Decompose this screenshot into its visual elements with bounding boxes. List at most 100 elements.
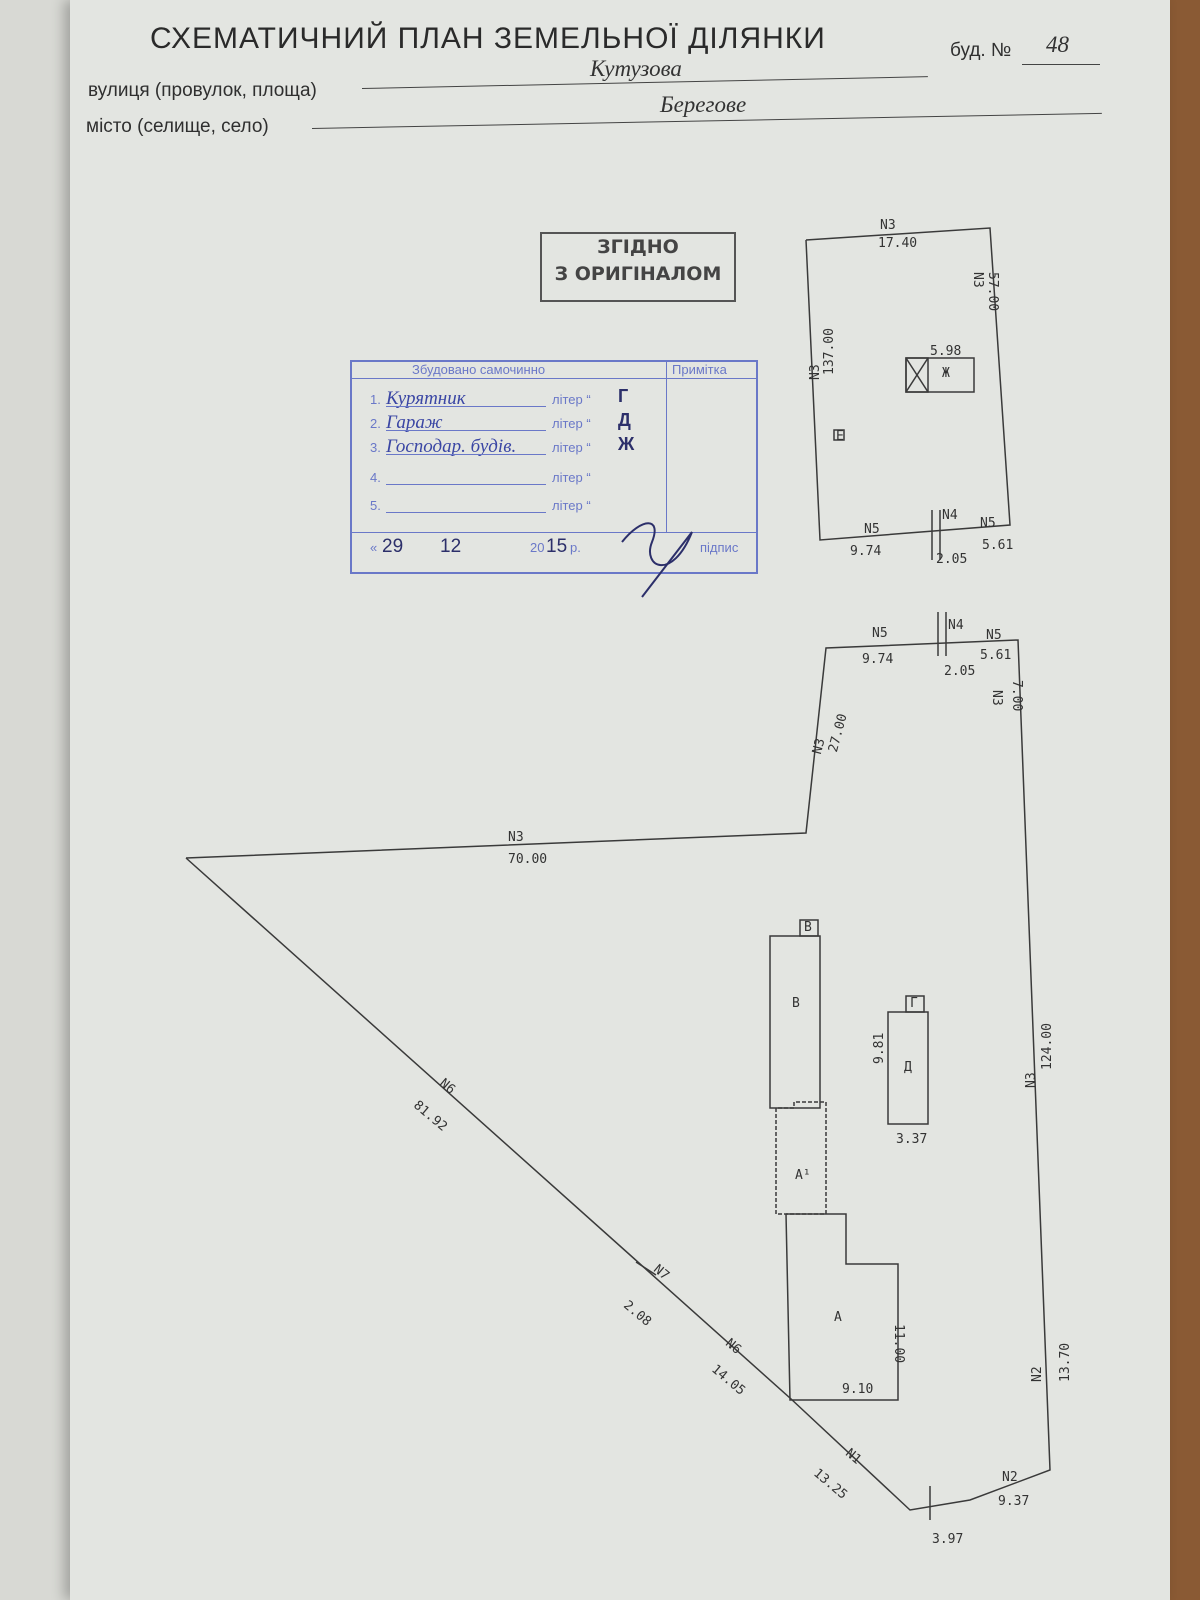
- dimension-label-top-right: 5.61: [980, 648, 1012, 663]
- stamp-date-row: « 29 12 20 15 р. підпис: [370, 536, 750, 562]
- building-d-tag: [905, 995, 925, 1013]
- dimension-label-bottom-left: 9.74: [850, 544, 882, 559]
- certified-copy-stamp: ЗГІДНО З ОРИГІНАЛОМ: [540, 232, 736, 302]
- dimension-label-right-low-n: N2: [1030, 1366, 1045, 1382]
- dimension-label-bottom-right: 5.61: [982, 538, 1014, 553]
- dimension-label-bottom: 3.97: [932, 1532, 964, 1547]
- dimension-label-marker: Е: [836, 429, 844, 444]
- signature-label: підпис: [700, 540, 739, 555]
- dimension-label-top: 17.40: [878, 236, 918, 251]
- row-litera-label: літер “: [552, 392, 591, 407]
- dimension-label-bld-d-h: 9.81: [872, 1032, 887, 1064]
- signature-scribble: [621, 522, 693, 598]
- row-litera-label: літер “: [552, 440, 591, 455]
- dimension-label-bld-a: А: [834, 1310, 842, 1325]
- row-building: Гараж: [386, 412, 443, 433]
- city-label: місто (селище, село): [86, 116, 269, 137]
- dimension-label-building-size: 5.98: [930, 344, 962, 359]
- row-number: 2.: [370, 416, 381, 431]
- dimension-label-bottom-r-n: N2: [1002, 1470, 1018, 1485]
- date-suffix: р.: [570, 540, 581, 555]
- dimension-label-bld-v-tag: В: [804, 920, 812, 935]
- dimension-label-top-mid-n: N4: [948, 618, 964, 633]
- building-number-label: буд. №: [950, 40, 1012, 61]
- street-value: Кутузова: [590, 56, 682, 81]
- stamp-row-3: 3. Господар. будів. літер “ Ж: [370, 434, 670, 458]
- date-day-quote: «: [370, 540, 378, 555]
- building-number-value: 48: [1046, 32, 1069, 57]
- lower-plan-outline: [185, 639, 1051, 1511]
- unauthorized-buildings-stamp: Збудовано самочинно Примітка 1. Курятник…: [350, 360, 758, 598]
- marker-e-box: [833, 429, 845, 441]
- dimension-label-right-top-n: N3: [989, 690, 1004, 706]
- dimension-label-bld-d-tag: Г: [910, 996, 918, 1011]
- dimension-label-long-top-n: N3: [508, 830, 524, 845]
- dimension-label-bottom-mid: 2.05: [936, 552, 968, 567]
- row-litera-label: літер “: [552, 498, 591, 513]
- building-v: [769, 935, 821, 1109]
- stamp-row-2: 2. Гараж літер “ Д: [370, 410, 670, 434]
- stamp-note-heading: Примітка: [672, 362, 727, 377]
- dimension-label-bottom-r: 9.37: [998, 1494, 1030, 1509]
- date-year-suffix: 15: [546, 536, 568, 557]
- upper-plan-outline: [805, 227, 1011, 541]
- street-label: вулиця (провулок, площа): [88, 80, 317, 101]
- row-number: 4.: [370, 470, 381, 485]
- row-building: Господар. будів.: [386, 436, 517, 457]
- document-page: [70, 0, 1170, 1600]
- dimension-label-bld-a-w: 9.10: [842, 1382, 874, 1397]
- previous-page-edge: [0, 0, 80, 1600]
- date-day: 29: [382, 536, 404, 557]
- row-line: [386, 454, 546, 455]
- upper-plan: [805, 227, 1011, 560]
- dimension-label-bottom-mid-n: N4: [942, 508, 958, 523]
- stamp-date-rule: [352, 532, 756, 533]
- dimension-label-top-n: N3: [880, 218, 896, 233]
- row-number: 1.: [370, 392, 381, 407]
- dimension-label-bld-d-w: 3.37: [896, 1132, 928, 1147]
- dimension-label-right-top: 7.00: [1009, 680, 1024, 712]
- row-litera: Ж: [618, 434, 635, 454]
- stamp-note-divider: [666, 362, 667, 532]
- row-litera-label: літер “: [552, 416, 591, 431]
- stamp-line-2: З ОРИГІНАЛОМ: [554, 263, 722, 285]
- building-a1: [775, 1101, 827, 1215]
- building-v-tag: [799, 919, 819, 937]
- stamp-row-4: 4. літер “: [370, 466, 670, 488]
- row-line: [386, 512, 546, 513]
- dimension-label-right: 57.00: [985, 272, 1000, 312]
- dimension-label-bld-d: Д: [904, 1060, 912, 1075]
- dimension-label-bld-v: В: [792, 996, 800, 1011]
- row-litera: Д: [618, 410, 631, 430]
- building-a: [785, 1213, 899, 1401]
- dimension-label-long-top: 70.00: [508, 852, 548, 867]
- dimension-label-bld-a-h: 11.00: [891, 1324, 906, 1364]
- stamp-row-5: 5. літер “: [370, 494, 670, 516]
- stamp-line-1: ЗГІДНО: [597, 236, 679, 258]
- row-building: Курятник: [386, 388, 466, 409]
- dimension-label-top-left-n: N5: [872, 626, 888, 641]
- stamp-heading-rule: [352, 378, 756, 379]
- row-number: 5.: [370, 498, 381, 513]
- dimension-label-bottom-right-n: N5: [980, 516, 996, 531]
- building-zh-hatch-line: [905, 357, 929, 393]
- lower-tick: [635, 1261, 657, 1276]
- dimension-label-right-low: 13.70: [1058, 1342, 1073, 1382]
- row-line: [386, 430, 546, 431]
- date-year-prefix: 20: [530, 540, 545, 555]
- row-line: [386, 406, 546, 407]
- dimension-label-left-n: N3: [808, 364, 823, 380]
- dimension-label-right-long: 124.00: [1040, 1023, 1055, 1070]
- row-number: 3.: [370, 440, 381, 455]
- page-title: СХЕМАТИЧНИЙ ПЛАН ЗЕМЕЛЬНОЇ ДІЛЯНКИ: [150, 22, 826, 55]
- dimension-label-bld-a1: А¹: [795, 1168, 811, 1183]
- dimension-label-right-n: N3: [970, 272, 985, 288]
- dimension-label-top-mid: 2.05: [944, 664, 976, 679]
- row-line: [386, 484, 546, 485]
- stamp-row-1: 1. Курятник літер “ Г: [370, 386, 670, 410]
- dimension-label-left: 137.00: [822, 328, 837, 375]
- row-litera-label: літер “: [552, 470, 591, 485]
- building-zh-hatch: [905, 357, 929, 393]
- lower-plan: [185, 612, 1051, 1520]
